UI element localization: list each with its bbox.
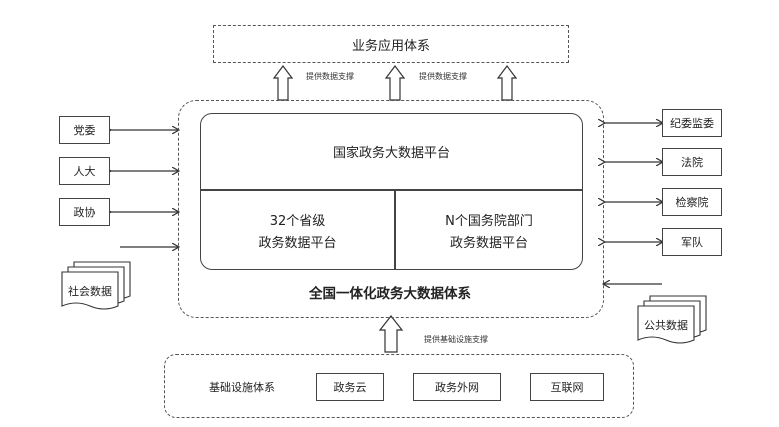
social-data-label: 社会数据	[68, 285, 112, 298]
system-title: 全国一体化政务大数据体系	[309, 286, 471, 302]
node-cppcc: 政协	[59, 198, 110, 226]
public-data-label: 公共数据	[644, 319, 688, 332]
up-arrow-middle-icon	[384, 65, 406, 101]
provincial-platform-line2: 政务数据平台	[258, 235, 337, 251]
ministry-platform-line1: N个国务院部门	[445, 213, 533, 229]
node-procuratorate: 检察院	[662, 188, 722, 216]
national-platform-label: 国家政务大数据平台	[332, 146, 450, 161]
up-arrow-right-icon	[496, 65, 518, 101]
infrastructure-support-label: 提供基础设施支撑	[424, 335, 488, 344]
left-bidirectional-arrows	[110, 130, 178, 247]
business-application-system: 业务应用体系	[213, 25, 569, 63]
provincial-platform-line1: 32个省级	[269, 213, 326, 229]
up-arrow-bottom-icon	[378, 315, 404, 353]
business-application-title: 业务应用体系	[351, 38, 430, 54]
infrastructure-system-title: 基础设施体系	[209, 381, 275, 394]
data-support-label-left: 提供数据支撑	[306, 72, 354, 81]
ministry-platform-box: N个国务院部门 政务数据平台	[395, 190, 583, 270]
national-integrated-system-container	[178, 100, 604, 318]
node-court: 法院	[662, 148, 722, 176]
up-arrow-left-icon	[272, 65, 294, 101]
provincial-platform-box: 32个省级 政务数据平台	[200, 190, 395, 270]
national-platform-box: 国家政务大数据平台	[200, 113, 583, 190]
infra-item-internet: 互联网	[530, 373, 604, 401]
data-support-label-right: 提供数据支撑	[419, 72, 467, 81]
infra-item-gov-extranet: 政务外网	[413, 373, 501, 401]
ministry-platform-line2: 政务数据平台	[449, 235, 528, 251]
node-peoples-congress: 人大	[59, 157, 110, 185]
infra-item-gov-cloud: 政务云	[316, 373, 384, 401]
node-discipline-commission: 纪委监委	[662, 109, 722, 137]
infrastructure-system-container	[164, 354, 634, 418]
node-military: 军队	[662, 228, 722, 256]
right-bidirectional-arrows	[604, 123, 662, 284]
node-party-committee: 党委	[59, 116, 110, 144]
